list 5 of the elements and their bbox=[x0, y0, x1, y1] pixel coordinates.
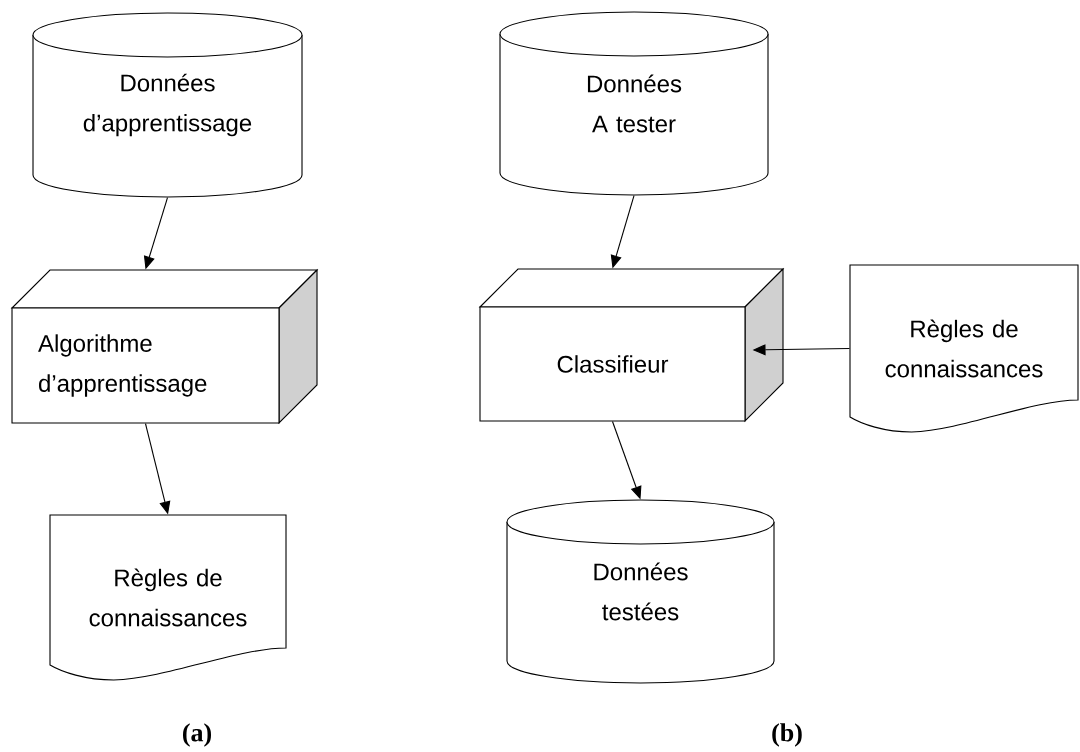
panel-label: (b) bbox=[772, 723, 802, 747]
database-cylinder: Données testées bbox=[506, 499, 775, 684]
database-cylinder: Données A tester bbox=[499, 11, 769, 196]
database-cylinder: Données d’apprentissage bbox=[32, 12, 303, 198]
panel-label: (a) bbox=[183, 723, 211, 747]
